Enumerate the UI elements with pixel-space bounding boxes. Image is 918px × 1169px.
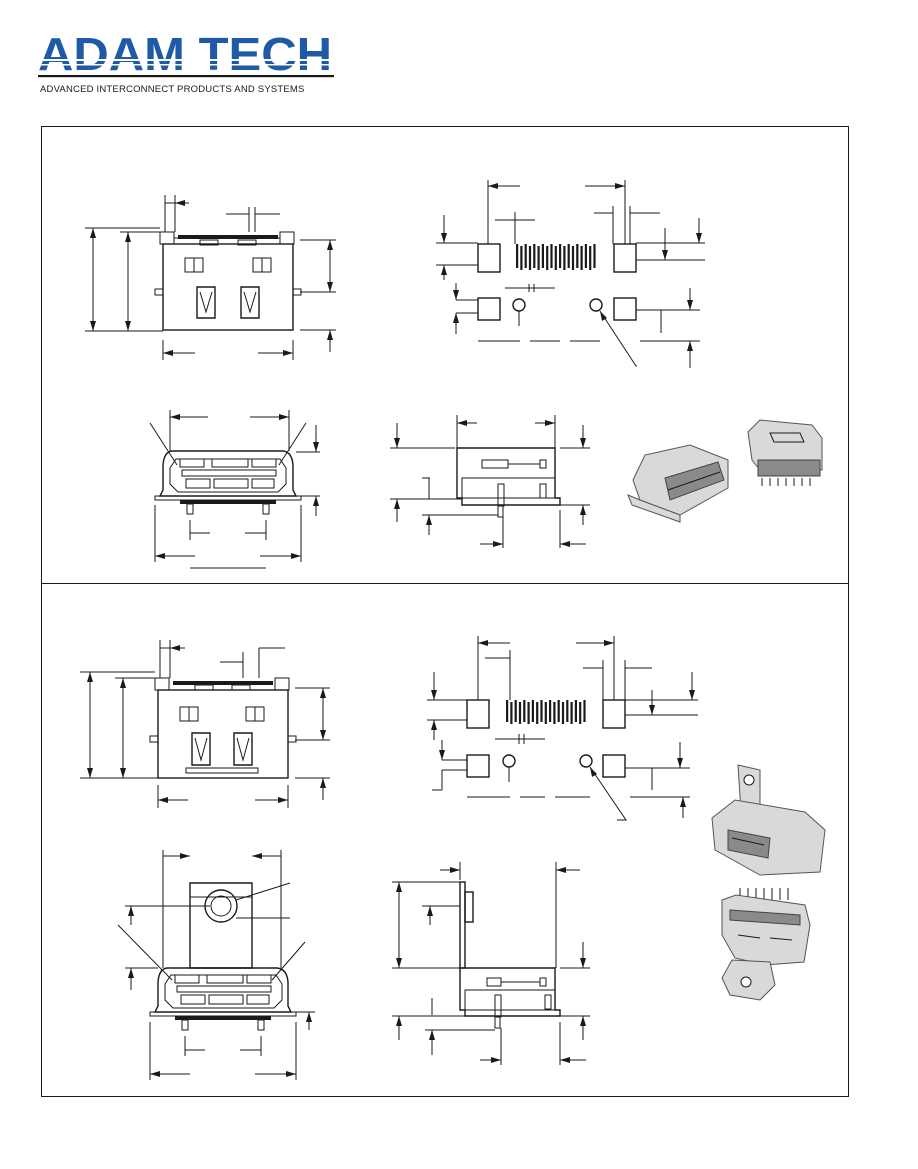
pcb-pad (537, 246, 540, 270)
pcb-pad (553, 702, 556, 724)
pcb-pad (584, 244, 587, 268)
pcb-pad (506, 700, 509, 722)
logo-text: ADAM TECH (38, 28, 332, 80)
end-view-drawing (149, 410, 320, 569)
pcb-pad (567, 244, 570, 268)
pcb-pad (541, 244, 544, 268)
pcb-pad (550, 244, 553, 268)
pcb-pad (514, 700, 517, 722)
pcb-pad (579, 702, 582, 724)
pcb-pad (523, 700, 526, 722)
connector-photo-rear (747, 419, 823, 486)
pcb-pad (561, 702, 565, 724)
front-view-drawing (85, 195, 336, 360)
end-view-with-mounting-tab (117, 850, 315, 1080)
pcb-pad (593, 244, 596, 268)
pcb-layout-drawing-2 (427, 636, 698, 821)
pcb-pad (531, 700, 534, 722)
pcb-pad (516, 244, 519, 268)
pcb-pad (559, 244, 562, 268)
pcb-pad (546, 246, 549, 270)
pcb-pad (571, 246, 575, 270)
pcb-pad (536, 702, 539, 724)
pcb-pad (574, 700, 577, 722)
front-view-drawing-2 (80, 640, 330, 808)
side-view-with-mounting-tab (392, 862, 590, 1065)
pcb-layout-drawing (436, 180, 705, 368)
adam-tech-logo: ADAM TECH (38, 28, 334, 80)
pcb-pad (554, 246, 557, 270)
drawing-frame (41, 126, 849, 1097)
pcb-pad (549, 700, 552, 722)
logo-tagline: ADVANCED INTERCONNECT PRODUCTS AND SYSTE… (40, 84, 305, 95)
side-view-drawing (390, 415, 590, 548)
pcb-pad (576, 244, 579, 268)
pcb-pad (527, 702, 530, 724)
connector-photo-with-tab-bottom (721, 888, 811, 1001)
pcb-pad (544, 702, 547, 724)
logo-stripe (38, 59, 332, 61)
pcb-pad (557, 700, 560, 722)
pcb-pad (589, 246, 592, 270)
section-divider (41, 583, 849, 584)
pcb-pad (566, 700, 569, 722)
pcb-pad (570, 702, 573, 724)
pcb-pad (580, 246, 583, 270)
pcb-pad (540, 700, 543, 722)
connector-photo-angled (627, 444, 729, 523)
pcb-pad (510, 702, 513, 724)
pcb-pad (524, 244, 527, 268)
pcb-pad (563, 246, 566, 270)
pcb-pad (583, 700, 586, 722)
pcb-pad (533, 244, 536, 268)
pcb-pad (528, 246, 532, 270)
pcb-pad (518, 702, 522, 724)
pcb-pad (520, 246, 523, 270)
logo-underline (38, 75, 334, 78)
connector-photo-with-tab-top (711, 764, 826, 876)
logo-stripe (38, 64, 332, 66)
